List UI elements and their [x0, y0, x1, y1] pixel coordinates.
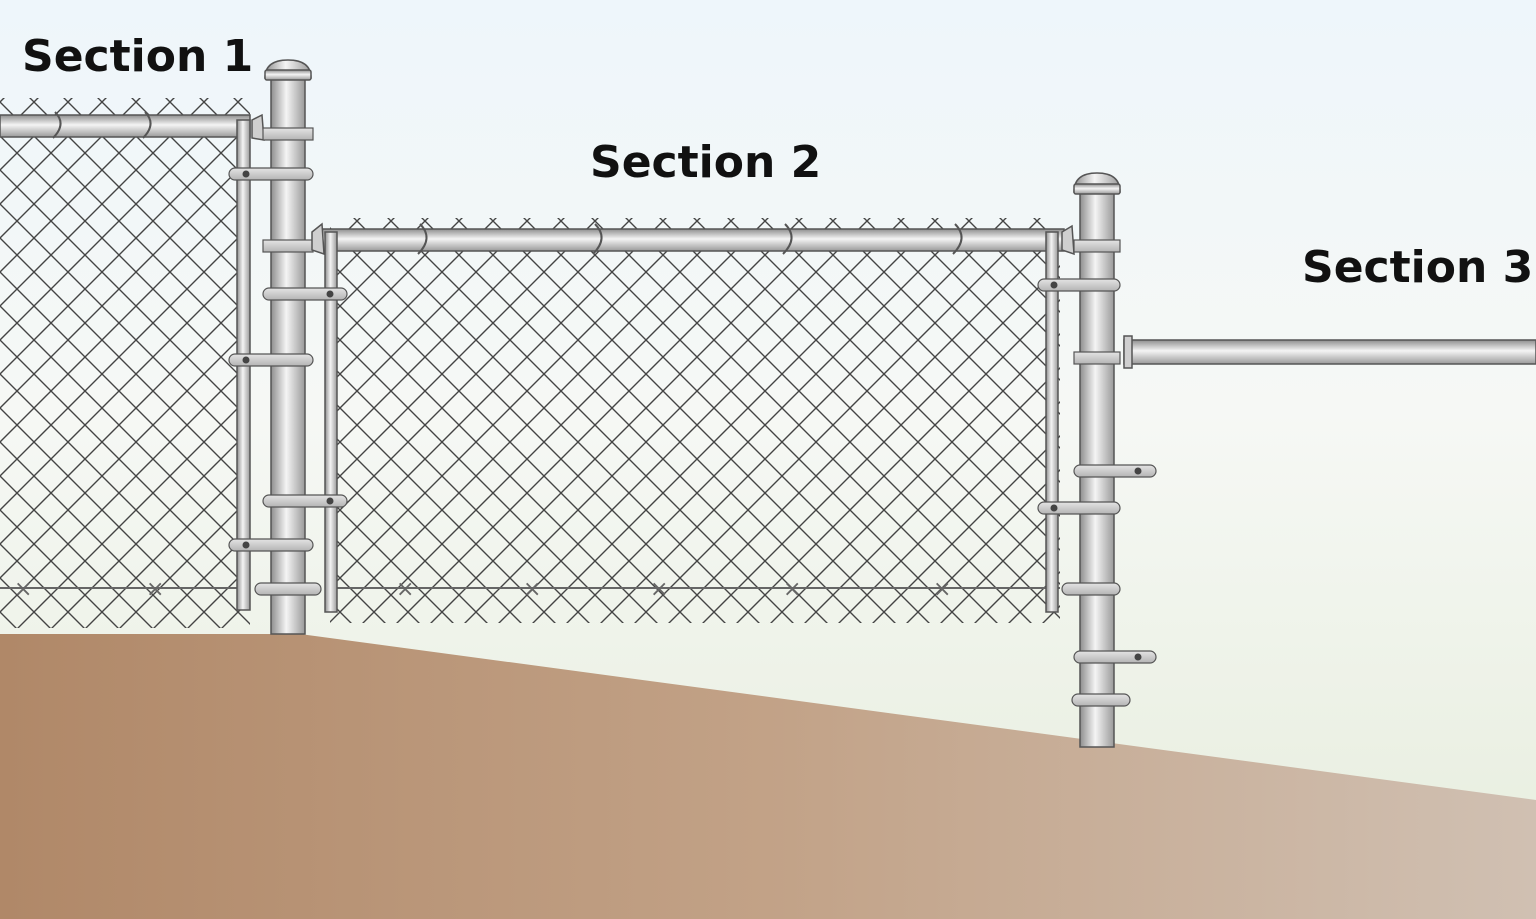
section-1-mesh: × × — [0, 98, 250, 628]
section-2-top-rail — [321, 223, 1065, 255]
svg-text:×: × — [146, 577, 164, 602]
line-post-1 — [228, 59, 348, 635]
section-3-top-rail — [1123, 335, 1536, 369]
section-2-right-tension-bar — [1045, 231, 1059, 613]
section-3-label: Section 3 — [1302, 242, 1533, 293]
sloped-ground — [0, 634, 1536, 919]
section-2-left-tension-bar — [324, 231, 338, 613]
svg-text:×: × — [650, 577, 668, 602]
section-2-mesh: × × × × × — [330, 218, 1060, 623]
svg-text:×: × — [523, 577, 541, 602]
section-1-top-rail — [0, 111, 251, 139]
svg-text:×: × — [14, 577, 32, 602]
svg-text:×: × — [933, 577, 951, 602]
line-post-2 — [1037, 172, 1157, 748]
svg-text:×: × — [396, 577, 414, 602]
svg-text:×: × — [783, 577, 801, 602]
section-2-label: Section 2 — [590, 137, 821, 188]
section-1-label: Section 1 — [22, 31, 253, 82]
